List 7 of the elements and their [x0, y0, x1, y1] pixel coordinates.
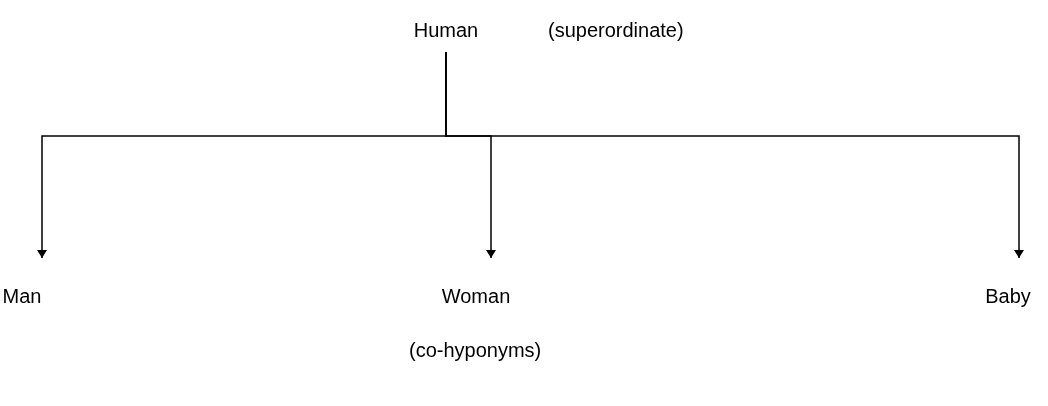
annotation-text: (co-hyponyms) [409, 338, 542, 363]
arrow [445, 51, 1024, 259]
annotation-text: (superordinate) [548, 18, 684, 43]
node-label: Baby [985, 284, 1031, 309]
node-label: Woman [441, 284, 511, 309]
node-label: Man [2, 284, 42, 309]
node-label: Human [413, 18, 479, 43]
